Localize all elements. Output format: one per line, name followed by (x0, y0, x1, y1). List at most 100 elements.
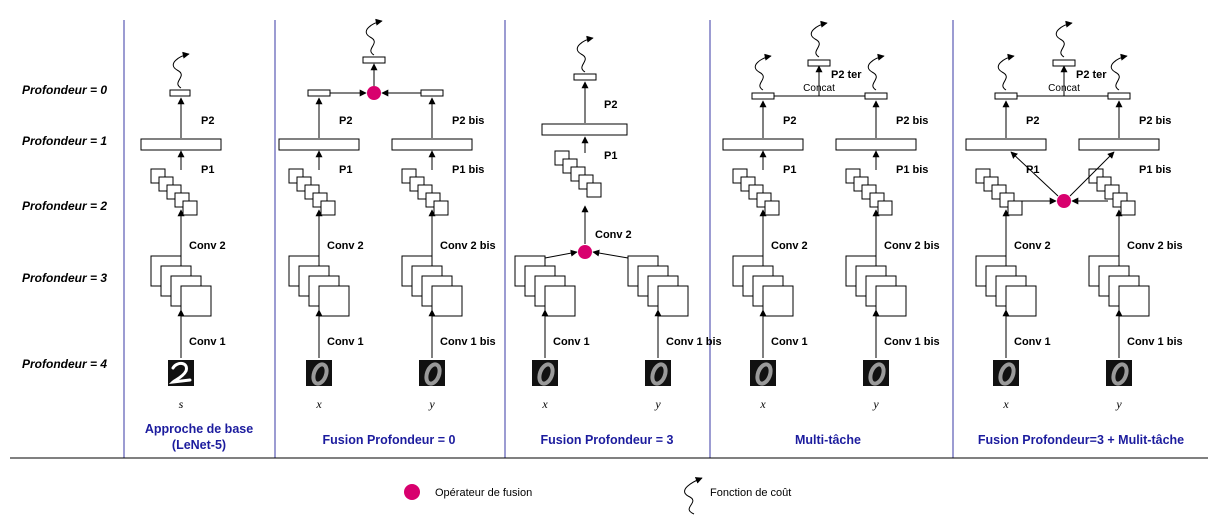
digit-stroke (424, 362, 442, 386)
cost-function-icon (172, 51, 190, 89)
depth-label: Profondeur = 0 (22, 83, 107, 97)
conv1-label: Conv 1 (189, 336, 226, 348)
p2-output-layer (307, 89, 331, 97)
fusion-operator-node (367, 86, 381, 100)
panel-title: Fusion Profondeur = 3 (541, 433, 674, 447)
conv1-label: Conv 1 bis (666, 336, 722, 348)
digit-stroke (537, 362, 555, 386)
p2-label: P2 bis (896, 115, 928, 127)
conv2-feature-map (182, 200, 198, 216)
cost-function-icon (365, 18, 383, 56)
conv1-label: Conv 1 bis (440, 336, 496, 348)
p1-label: P1 (1026, 164, 1039, 176)
cost-function-icon (867, 53, 885, 91)
conv2-feature-map (1007, 200, 1023, 216)
legend-cost-function-label: Fonction de coût (710, 487, 791, 499)
input-variable-label: x (541, 397, 548, 411)
input-digit-image (306, 360, 332, 386)
conv2-feature-map (877, 200, 893, 216)
conv2-feature-map (433, 200, 449, 216)
conv1-feature-map (1118, 285, 1150, 317)
fused-output-layer (362, 56, 386, 64)
p2-label: P2 (604, 99, 617, 111)
input-variable-label: s (179, 397, 184, 411)
p1-label: P1 bis (452, 164, 484, 176)
panel-title: Multi-tâche (795, 433, 861, 447)
p1-fully-connected-layer (835, 138, 917, 151)
p1-fully-connected-layer (1078, 138, 1160, 151)
p2-label: P2 (783, 115, 796, 127)
conv1-label: Conv 1 bis (884, 336, 940, 348)
p1-fully-connected-layer (722, 138, 804, 151)
panel-title: Fusion Profondeur = 0 (323, 433, 456, 447)
p1-fully-connected-layer (965, 138, 1047, 151)
panel-subtitle: (LeNet-5) (172, 438, 226, 452)
depth-label: Profondeur = 1 (22, 134, 107, 148)
conv2-feature-map (764, 200, 780, 216)
digit-stroke (868, 362, 886, 386)
input-digit-image (750, 360, 776, 386)
p2-output-layer (864, 92, 888, 100)
fusion-input-arrow (544, 249, 578, 259)
conv1-feature-map (1005, 285, 1037, 317)
conv2-label: Conv 2 (1014, 240, 1051, 252)
input-digit-image (168, 360, 194, 386)
digit-stroke (998, 362, 1016, 386)
input-digit-image (532, 360, 558, 386)
p1-fully-connected-layer (391, 138, 473, 151)
p1-label: P1 (201, 164, 214, 176)
conv1-feature-map (875, 285, 907, 317)
conv2-feature-map (1120, 200, 1136, 216)
input-digit-image (863, 360, 889, 386)
input-variable-label: y (872, 397, 879, 411)
input-variable-label: x (315, 397, 322, 411)
p1-label: P1 (339, 164, 352, 176)
p2-label: P2 (1026, 115, 1039, 127)
conv1-label: Conv 1 bis (1127, 336, 1183, 348)
legend-cost-function-icon (684, 477, 703, 515)
p2-output-layer (751, 92, 775, 100)
fusion-operator-node (578, 245, 592, 259)
fusion-input-arrow (592, 249, 629, 259)
conv2-label: Conv 2 (595, 229, 632, 241)
conv1-feature-map (180, 285, 212, 317)
cost-function-icon (576, 35, 594, 73)
conv2-label: Conv 2 (327, 240, 364, 252)
p2-output-layer (169, 89, 191, 97)
p2-ter-output-layer (1052, 59, 1076, 67)
input-variable-label: y (654, 397, 661, 411)
conv2-feature-map (320, 200, 336, 216)
conv1-label: Conv 1 (327, 336, 364, 348)
conv2-label: Conv 2 (189, 240, 226, 252)
p1-fully-connected-layer (140, 138, 222, 151)
panel-title: Approche de base (145, 422, 253, 436)
conv1-feature-map (431, 285, 463, 317)
p2-output-layer (1107, 92, 1131, 100)
conv2-label: Conv 2 bis (440, 240, 496, 252)
p1-label: P1 bis (1139, 164, 1171, 176)
depth-label: Profondeur = 4 (22, 357, 107, 371)
conv1-feature-map (762, 285, 794, 317)
cost-function-icon (1055, 20, 1073, 58)
depth-label: Profondeur = 3 (22, 271, 107, 285)
cost-function-icon (810, 20, 828, 58)
digit-stroke (168, 362, 192, 384)
p1-fully-connected-layer (278, 138, 360, 151)
p2-ter-output-layer (807, 59, 831, 67)
conv2-label: Conv 2 bis (884, 240, 940, 252)
digit-stroke (755, 362, 773, 386)
panel-title: Fusion Profondeur=3 + Mulit-tâche (978, 433, 1184, 447)
digit-stroke (1111, 362, 1129, 386)
conv2-feature-map (586, 182, 602, 198)
p1-label: P1 (783, 164, 796, 176)
p2-label: P2 bis (1139, 115, 1171, 127)
cost-function-icon (997, 53, 1015, 91)
p2-label: P2 (201, 115, 214, 127)
fusion-operator-node (1057, 194, 1071, 208)
input-variable-label: y (428, 397, 435, 411)
conv1-label: Conv 1 (553, 336, 590, 348)
p2-output-layer (573, 73, 597, 81)
p2-label: P2 (339, 115, 352, 127)
depth-label: Profondeur = 2 (22, 199, 107, 213)
